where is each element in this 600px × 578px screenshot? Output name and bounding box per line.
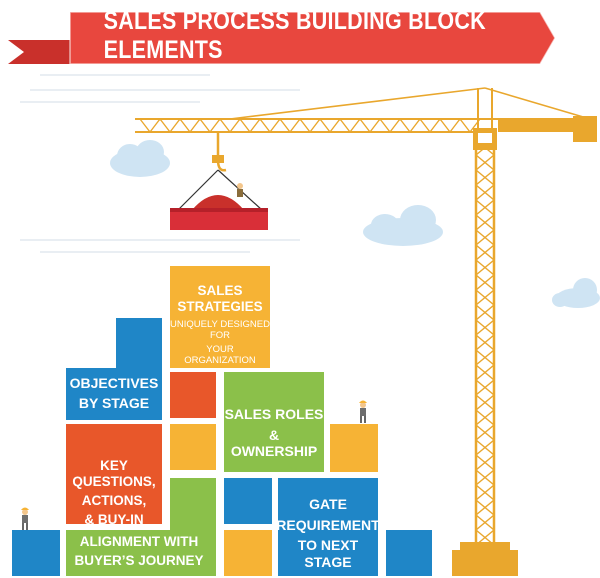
block-sales-strategies [170, 266, 270, 368]
hook-icon [212, 132, 227, 172]
cloud-icon [110, 140, 170, 177]
faint-sketch-lines [20, 74, 300, 253]
worker-icon [21, 507, 29, 530]
alignment-line1: ALIGNMENT WITH [79, 534, 199, 549]
block-blue-top [116, 318, 162, 368]
sales-roles-label: SALES ROLES & OWNERSHIP [224, 406, 324, 460]
sales-strategies-sub2: YOUR ORGANIZATION [184, 344, 256, 367]
block-yellow-small [170, 424, 216, 470]
alignment-label: ALIGNMENT WITH BUYER’S JOURNEY [62, 534, 216, 569]
block-sales-roles [224, 372, 324, 472]
objectives-label: OBJECTIVES BY STAGE [66, 375, 162, 411]
gate-label: GATE REQUIREMENT TO NEXT STAGE [276, 496, 380, 570]
sales-strategies-sub1: UNIQUELY DESIGNED FOR [170, 318, 270, 342]
crane-cab [452, 116, 597, 576]
block-key-questions [66, 424, 162, 524]
sales-roles-line2: & OWNERSHIP [230, 426, 318, 460]
page-title: SALES PROCESS BUILDING BLOCK ELEMENTS [103, 7, 486, 64]
key-questions-line1: KEY QUESTIONS, [72, 458, 156, 489]
cloud-icon [363, 205, 443, 246]
crane-icon [135, 87, 597, 550]
alignment-line2: BUYER’S JOURNEY [74, 552, 204, 568]
sales-roles-line1: SALES ROLES [224, 406, 324, 422]
sales-strategies-line1: SALES [197, 283, 243, 298]
block-gate [278, 478, 378, 576]
cargo-block-icon [170, 169, 268, 230]
key-questions-line3: & BUY-IN [84, 511, 144, 527]
objectives-line2: BY STAGE [78, 394, 150, 411]
block-blue-mid [224, 478, 272, 524]
block-blue-bottom-right [386, 530, 432, 576]
objectives-line1: OBJECTIVES [69, 375, 159, 391]
block-blue-bottom-left [12, 530, 60, 576]
cloud-icon [552, 278, 600, 308]
block-alignment [66, 530, 216, 576]
block-red-small [170, 372, 216, 418]
ribbon-banner-icon [8, 11, 556, 65]
worker-icon [359, 400, 367, 423]
sales-strategies-label: SALES STRATEGIES UNIQUELY DESIGNED FOR Y… [170, 283, 270, 367]
block-yellow-right [330, 424, 378, 472]
key-questions-line2: ACTIONS, [81, 492, 147, 508]
block-objectives [66, 368, 162, 420]
gate-line1: GATE [309, 496, 347, 512]
key-questions-label: KEY QUESTIONS, ACTIONS, & BUY-IN [62, 458, 166, 528]
block-yellow-bottom [224, 530, 272, 576]
sales-strategies-line2: STRATEGIES [177, 298, 263, 314]
gate-line2: REQUIREMENT [276, 516, 380, 533]
gate-line3: TO NEXT STAGE [297, 537, 359, 570]
